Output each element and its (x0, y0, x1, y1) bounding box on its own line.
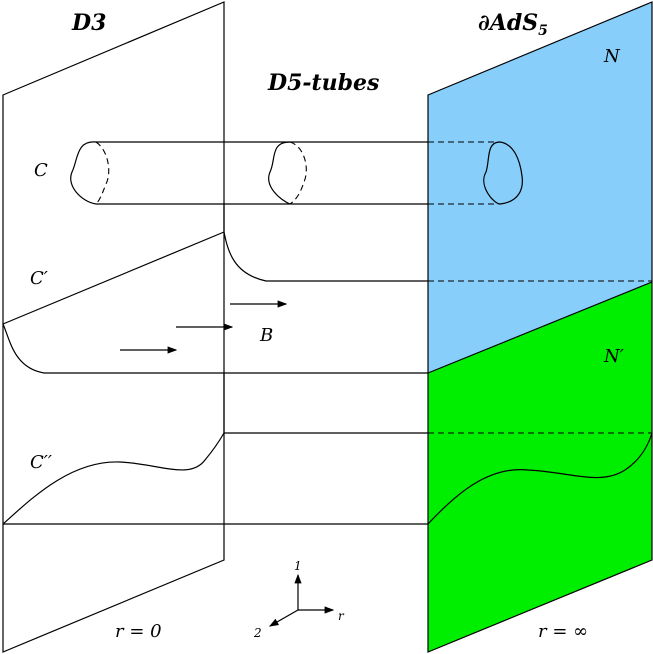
label-b: B (259, 325, 273, 346)
label-axis-1: 1 (294, 559, 302, 573)
region-n-prime (428, 282, 652, 652)
label-r-infinity: r = ∞ (538, 621, 588, 642)
region-n (428, 2, 652, 373)
label-d3: D3 (71, 10, 106, 36)
sheet-c-prime (2, 204, 652, 374)
region-divider (427, 281, 653, 374)
axis-2-arrow (268, 609, 299, 627)
label-n-prime: N′ (603, 346, 624, 367)
label-r-zero: r = 0 (115, 621, 162, 642)
b-field-arrows (120, 300, 288, 354)
d3-plane (2, 1, 225, 653)
boundary-plane (427, 1, 653, 653)
label-c: C (34, 160, 48, 181)
tube-c (70, 141, 523, 205)
label-axis-r: r (338, 609, 345, 623)
label-c-double-prime: C′′ (30, 452, 52, 473)
label-c-prime: C′ (30, 268, 48, 289)
label-d5-tubes: D5-tubes (267, 70, 379, 96)
axes-glyph (268, 573, 335, 627)
label-axis-2: 2 (253, 626, 262, 640)
sheet-c-double-prime (2, 373, 653, 525)
label-boundary-ads: ∂AdS5 (478, 10, 548, 39)
label-n: N (603, 46, 621, 67)
